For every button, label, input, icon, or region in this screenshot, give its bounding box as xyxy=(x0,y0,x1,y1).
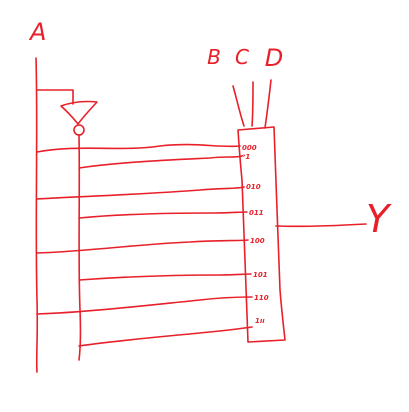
output-label-y: Y xyxy=(366,197,392,241)
data-input-wire-6 xyxy=(36,296,253,315)
select-label-d: D xyxy=(265,44,283,72)
data-input-code-7: 1ıı xyxy=(255,317,265,325)
select-label-b: B xyxy=(207,45,221,69)
input-bus-a xyxy=(35,57,39,373)
data-input-code-6: 110 xyxy=(254,294,269,302)
select-wire-c xyxy=(251,81,254,127)
inverter-feed-wire xyxy=(36,89,74,105)
data-input-wire-5 xyxy=(78,273,252,281)
not-gate-triangle xyxy=(60,100,98,125)
input-label-a: A xyxy=(28,18,46,46)
data-input-wire-3 xyxy=(78,211,248,219)
data-input-code-1: ᵒ1 xyxy=(242,153,250,161)
mux-body xyxy=(237,126,286,343)
select-wire-d xyxy=(264,79,272,129)
select-wire-b xyxy=(232,85,245,127)
data-input-wire-0 xyxy=(36,143,241,153)
select-label-c: C xyxy=(235,45,249,69)
not-gate-bubble xyxy=(73,124,85,136)
data-input-wire-7 xyxy=(78,326,253,347)
data-input-wire-1 xyxy=(78,155,243,169)
data-input-wire-2 xyxy=(36,186,245,200)
data-input-code-0: 000 xyxy=(242,144,257,152)
data-input-code-5: 101 xyxy=(253,271,268,279)
data-input-code-2: 010 xyxy=(246,183,261,191)
output-wire-y xyxy=(275,223,367,228)
data-input-code-3: 011 xyxy=(249,209,264,217)
data-input-wire-4 xyxy=(36,239,249,254)
data-input-code-4: 100 xyxy=(250,237,265,245)
